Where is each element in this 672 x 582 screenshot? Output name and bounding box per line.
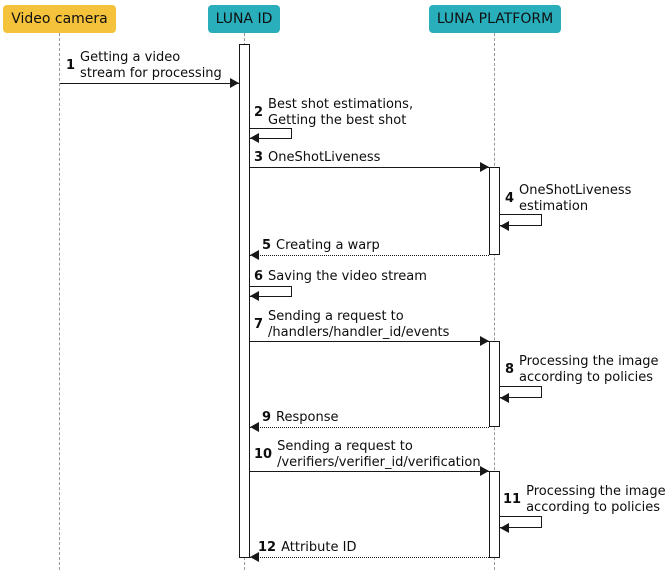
arrowhead-left-icon	[250, 291, 259, 301]
message-number: 2	[254, 105, 264, 120]
message-7-label: 7 Sending a request to /handlers/handler…	[254, 309, 449, 341]
arrowhead-right-icon	[230, 78, 239, 88]
arrowhead-left-icon	[250, 552, 259, 562]
message-number: 8	[505, 362, 515, 377]
message-text-line: stream for processing	[80, 66, 222, 81]
participant-video-camera: Video camera	[3, 5, 116, 33]
message-11-self-arrow	[500, 516, 542, 528]
message-text-line: Response	[276, 410, 339, 425]
arrowhead-left-icon	[500, 221, 509, 231]
message-text-line: OneShotLiveness	[519, 183, 632, 198]
message-11-label: 11 Processing the image according to pol…	[503, 484, 666, 516]
message-8-self-arrow	[500, 386, 542, 398]
message-text-line: Saving the video stream	[268, 269, 427, 284]
message-3-label: 3 OneShotLiveness	[254, 150, 380, 166]
message-text-line: Creating a warp	[276, 238, 380, 253]
activation-luna-id	[239, 44, 250, 558]
activation-luna-platform-1	[489, 167, 500, 255]
message-number: 1	[66, 58, 76, 73]
message-7-arrow	[250, 341, 489, 342]
message-text-line: estimation	[519, 199, 589, 214]
message-number: 3	[254, 150, 264, 165]
message-6-label: 6 Saving the video stream	[254, 269, 427, 285]
arrowhead-left-icon	[500, 523, 509, 533]
activation-luna-platform-3	[489, 471, 500, 558]
arrowhead-left-icon	[250, 133, 259, 143]
message-number: 7	[254, 317, 264, 332]
message-text-line: /verifiers/verifier_id/verification	[277, 455, 481, 470]
message-1-label: 1 Getting a video stream for processing	[66, 50, 222, 82]
message-number: 10	[254, 447, 273, 462]
message-4-label: 4 OneShotLiveness estimation	[505, 183, 631, 215]
message-number: 9	[262, 410, 272, 425]
message-3-arrow	[250, 167, 489, 168]
message-text-line: Sending a request to	[277, 439, 413, 454]
lifeline-video-camera	[59, 33, 60, 570]
message-12-arrow	[250, 557, 489, 558]
message-6-self-arrow	[250, 286, 292, 297]
arrowhead-right-icon	[480, 466, 489, 476]
message-2-label: 2 Best shot estimations, Getting the bes…	[254, 97, 413, 129]
message-8-label: 8 Processing the image according to poli…	[505, 354, 659, 386]
message-4-self-arrow	[500, 214, 542, 226]
message-9-arrow	[250, 427, 489, 428]
message-text-line: Sending a request to	[268, 309, 404, 324]
message-10-arrow	[250, 471, 489, 472]
message-1-arrow	[60, 83, 239, 84]
message-text-line: according to policies	[526, 500, 661, 515]
arrowhead-left-icon	[250, 250, 259, 260]
message-5-label: 5 Creating a warp	[262, 238, 380, 254]
message-number: 6	[254, 269, 264, 284]
message-text-line: OneShotLiveness	[268, 150, 381, 165]
message-9-label: 9 Response	[262, 410, 338, 426]
participant-luna-id: LUNA ID	[208, 5, 280, 33]
arrowhead-left-icon	[250, 422, 259, 432]
message-text-line: Processing the image	[519, 354, 659, 369]
message-text-line: Getting a video	[80, 50, 181, 65]
message-text-line: Processing the image	[526, 484, 666, 499]
message-number: 12	[258, 540, 277, 555]
participant-luna-platform: LUNA PLATFORM	[429, 5, 561, 33]
message-text-line: according to policies	[519, 370, 654, 385]
lifeline-luna-platform	[494, 33, 495, 570]
arrowhead-left-icon	[500, 393, 509, 403]
message-text-line: Getting the best shot	[268, 113, 407, 128]
arrowhead-right-icon	[480, 336, 489, 346]
message-text-line: Attribute ID	[281, 540, 357, 555]
message-text-line: /handlers/handler_id/events	[268, 325, 450, 340]
message-number: 4	[505, 191, 515, 206]
activation-luna-platform-2	[489, 341, 500, 427]
message-number: 11	[503, 492, 522, 507]
arrowhead-right-icon	[480, 162, 489, 172]
message-5-arrow	[250, 255, 489, 256]
message-text-line: Best shot estimations,	[268, 97, 414, 112]
message-12-label: 12 Attribute ID	[258, 540, 356, 556]
message-number: 5	[262, 238, 272, 253]
message-10-label: 10 Sending a request to /verifiers/verif…	[254, 439, 481, 471]
message-2-self-arrow	[250, 128, 292, 139]
